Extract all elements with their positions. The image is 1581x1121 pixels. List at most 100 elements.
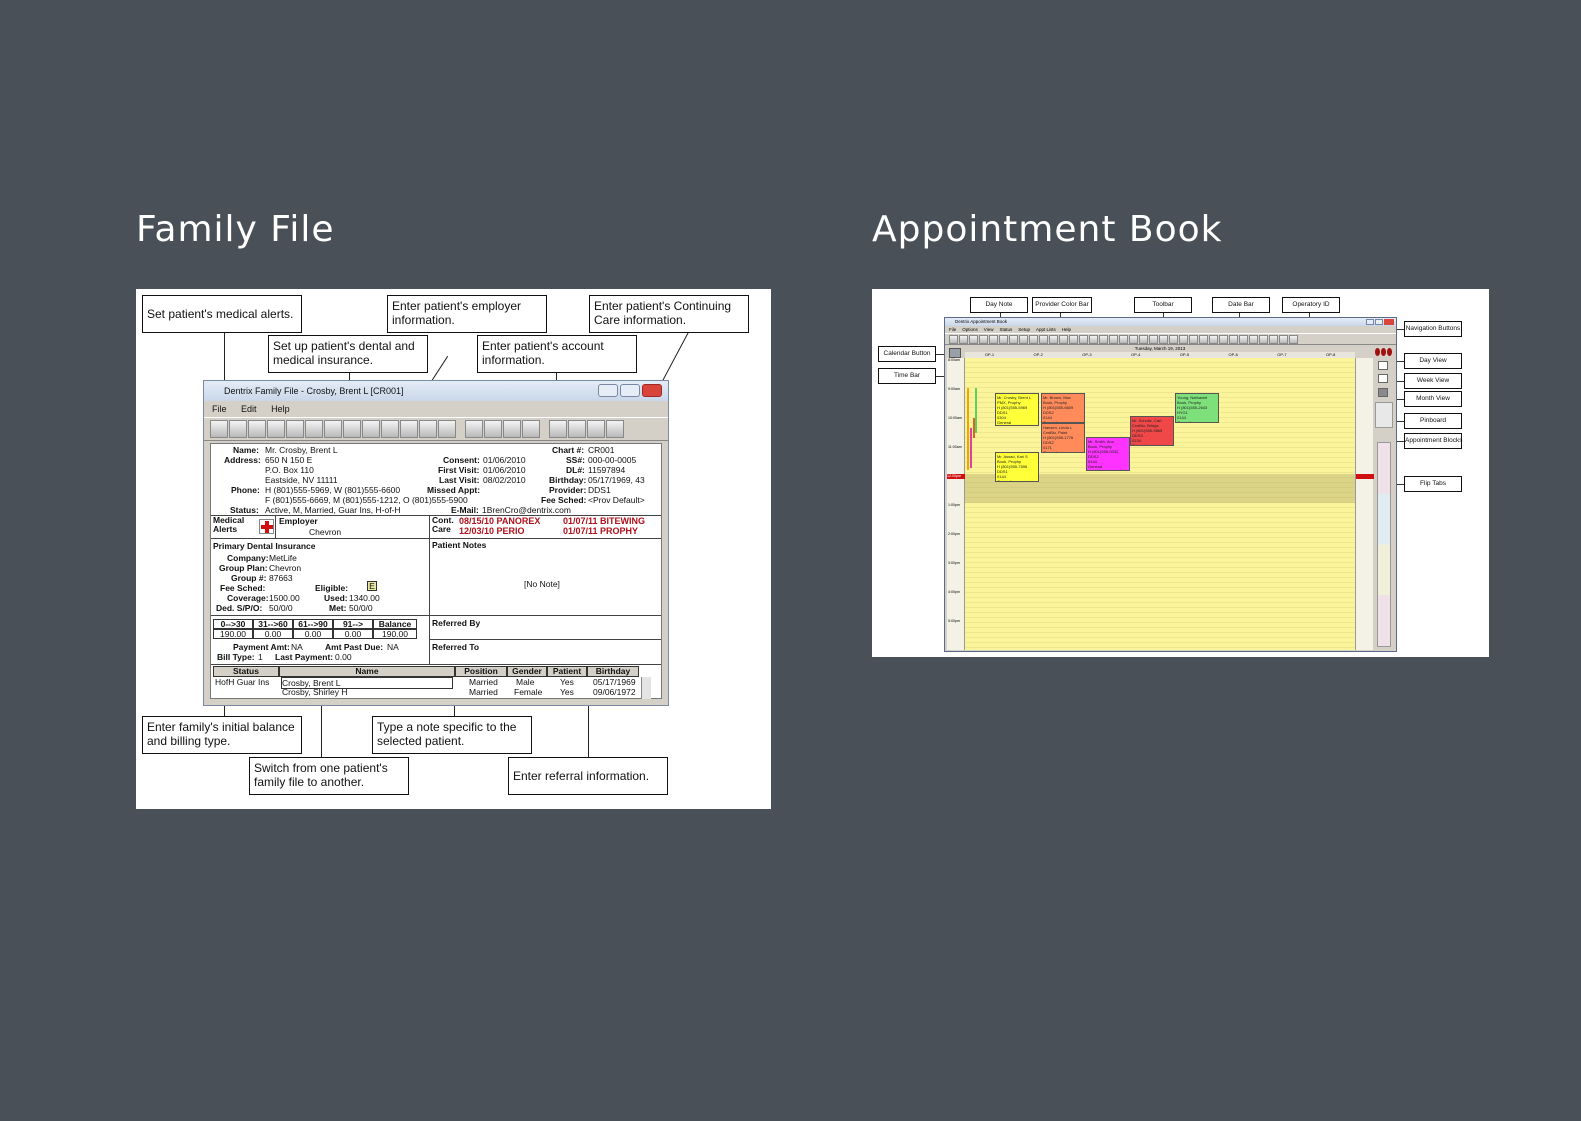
ab-toolbar-button[interactable] <box>1109 335 1118 344</box>
ab-toolbar-button[interactable] <box>1119 335 1128 344</box>
toolbar-button[interactable] <box>465 420 483 438</box>
ab-menu-options[interactable]: Options <box>962 327 978 332</box>
ab-toolbar-button[interactable] <box>1019 335 1028 344</box>
toolbar-button[interactable] <box>522 420 540 438</box>
referred-to-label[interactable]: Referred To <box>432 642 480 652</box>
ab-menu-status[interactable]: Status <box>999 327 1013 332</box>
ab-menu-file[interactable]: File <box>949 327 957 332</box>
ab-toolbar-button[interactable] <box>1049 335 1058 344</box>
ab-toolbar-button[interactable] <box>1289 335 1298 344</box>
appointment-block[interactable]: Mr. Smith, Ann Book, Prophy H (801)555-0… <box>1086 437 1130 471</box>
operatory-id[interactable]: OP-2 <box>1033 352 1043 357</box>
close-button[interactable] <box>642 384 662 397</box>
menu-file[interactable]: File <box>212 404 227 414</box>
ab-toolbar-button[interactable] <box>1279 335 1288 344</box>
medical-alert-cross-icon[interactable] <box>259 519 274 534</box>
date-bar[interactable]: Tuesday, March 19, 2013 <box>965 346 1355 352</box>
appointment-block[interactable]: Mr. Brown, Max Book, Prophy H (801)555-6… <box>1041 393 1085 423</box>
month-view-button[interactable] <box>1378 388 1388 397</box>
ab-toolbar-button[interactable] <box>959 335 968 344</box>
toolbar-button[interactable] <box>286 420 304 438</box>
toolbar-button[interactable] <box>343 420 361 438</box>
navigation-buttons[interactable] <box>1375 348 1393 358</box>
ab-toolbar-button[interactable] <box>1039 335 1048 344</box>
table-scrollbar[interactable] <box>641 677 651 699</box>
toolbar-button[interactable] <box>267 420 285 438</box>
ab-menu-help[interactable]: Help <box>1061 327 1072 332</box>
ab-toolbar-button[interactable] <box>1139 335 1148 344</box>
operatory-id[interactable]: OP-8 <box>1325 352 1336 357</box>
ab-minimize-button[interactable] <box>1366 319 1374 325</box>
appointment-block[interactable]: Mr. Assad, Kari S Book, Prophy H (801)55… <box>995 452 1039 482</box>
ab-toolbar-button[interactable] <box>989 335 998 344</box>
toolbar-button[interactable] <box>587 420 605 438</box>
operatory-id[interactable]: OP-5 <box>1179 352 1190 357</box>
ab-toolbar-button[interactable] <box>1269 335 1278 344</box>
toolbar-button[interactable] <box>229 420 247 438</box>
cont-care-item[interactable]: 01/07/11 PROPHY <box>563 526 639 536</box>
ab-toolbar-button[interactable] <box>1129 335 1138 344</box>
ab-toolbar-button[interactable] <box>1219 335 1228 344</box>
ab-menu-appt-lists[interactable]: Appt Lists <box>1036 327 1056 332</box>
appointment-block[interactable]: Hansen, Linda L CrwBlu, Paint H (801)555… <box>1041 423 1085 453</box>
operatory-id[interactable]: OP-1 <box>984 352 995 357</box>
ab-toolbar-button[interactable] <box>1259 335 1268 344</box>
pinboard[interactable] <box>1375 402 1393 428</box>
cont-care-item[interactable]: 01/07/11 BITEWING <box>563 516 646 526</box>
ab-toolbar-button[interactable] <box>1189 335 1198 344</box>
referred-by-label[interactable]: Referred By <box>432 618 481 628</box>
appointment-block[interactable]: Mr. Schultz, Carl CrwBlu, Bridge H (801)… <box>1130 416 1174 446</box>
ab-toolbar-button[interactable] <box>1149 335 1158 344</box>
operatory-id[interactable]: OP-3 <box>1082 352 1092 357</box>
ab-toolbar-button[interactable] <box>1179 335 1188 344</box>
minimize-button[interactable] <box>598 384 618 397</box>
toolbar-button[interactable] <box>503 420 521 438</box>
ab-toolbar-button[interactable] <box>1029 335 1038 344</box>
ab-toolbar-button[interactable] <box>1079 335 1088 344</box>
toolbar-button[interactable] <box>362 420 380 438</box>
time-bar-left[interactable]: 8:00am 9:00am 10:00am 11:00am 12:00pm 1:… <box>947 358 965 650</box>
toolbar-button[interactable] <box>305 420 323 438</box>
insurance-title[interactable]: Primary Dental Insurance <box>213 541 316 551</box>
toolbar-button[interactable] <box>210 420 228 438</box>
schedule-grid[interactable] <box>965 358 1355 650</box>
ab-toolbar-button[interactable] <box>1209 335 1218 344</box>
toolbar-button[interactable] <box>606 420 624 438</box>
appointment-block[interactable]: Mr. Crosby, Brent L PMX, Prophy H (801)5… <box>995 393 1039 426</box>
ab-maximize-button[interactable] <box>1375 319 1383 325</box>
flip-tabs[interactable] <box>1377 442 1391 647</box>
patient-notes-value[interactable]: [No Note] <box>524 579 560 589</box>
toolbar-button[interactable] <box>248 420 266 438</box>
ab-toolbar-button[interactable] <box>1159 335 1168 344</box>
ab-menu-setup[interactable]: Setup <box>1018 327 1030 332</box>
ab-toolbar-button[interactable] <box>1009 335 1018 344</box>
toolbar-button[interactable] <box>381 420 399 438</box>
toolbar-button[interactable] <box>324 420 342 438</box>
ab-toolbar-button[interactable] <box>1089 335 1098 344</box>
menu-edit[interactable]: Edit <box>241 404 257 414</box>
ab-toolbar-button[interactable] <box>1069 335 1078 344</box>
ab-toolbar-button[interactable] <box>949 335 958 344</box>
menu-help[interactable]: Help <box>271 404 290 414</box>
operatory-id[interactable]: OP-4 <box>1130 352 1141 357</box>
operatory-id[interactable]: OP-7 <box>1277 352 1287 357</box>
toolbar-button[interactable] <box>484 420 502 438</box>
calendar-button[interactable] <box>949 348 961 358</box>
week-view-button[interactable] <box>1378 374 1388 383</box>
maximize-button[interactable] <box>620 384 640 397</box>
cont-care-item[interactable]: 08/15/10 PANOREX <box>459 516 541 526</box>
toolbar-button[interactable] <box>419 420 437 438</box>
ab-toolbar-button[interactable] <box>1229 335 1238 344</box>
toolbar-button[interactable] <box>549 420 567 438</box>
ab-toolbar-button[interactable] <box>1099 335 1108 344</box>
ab-close-button[interactable] <box>1384 319 1394 325</box>
ab-toolbar-button[interactable] <box>1199 335 1208 344</box>
ab-toolbar-button[interactable] <box>979 335 988 344</box>
eligible-checkbox[interactable]: E <box>367 581 377 591</box>
ab-toolbar-button[interactable] <box>1059 335 1068 344</box>
day-view-button[interactable] <box>1378 361 1388 370</box>
time-bar-right[interactable] <box>1355 358 1374 650</box>
ab-toolbar-button[interactable] <box>1239 335 1248 344</box>
ab-toolbar-button[interactable] <box>999 335 1008 344</box>
appointment-block[interactable]: Young, Nathaniel Book, Prophy H (801)555… <box>1175 393 1219 423</box>
